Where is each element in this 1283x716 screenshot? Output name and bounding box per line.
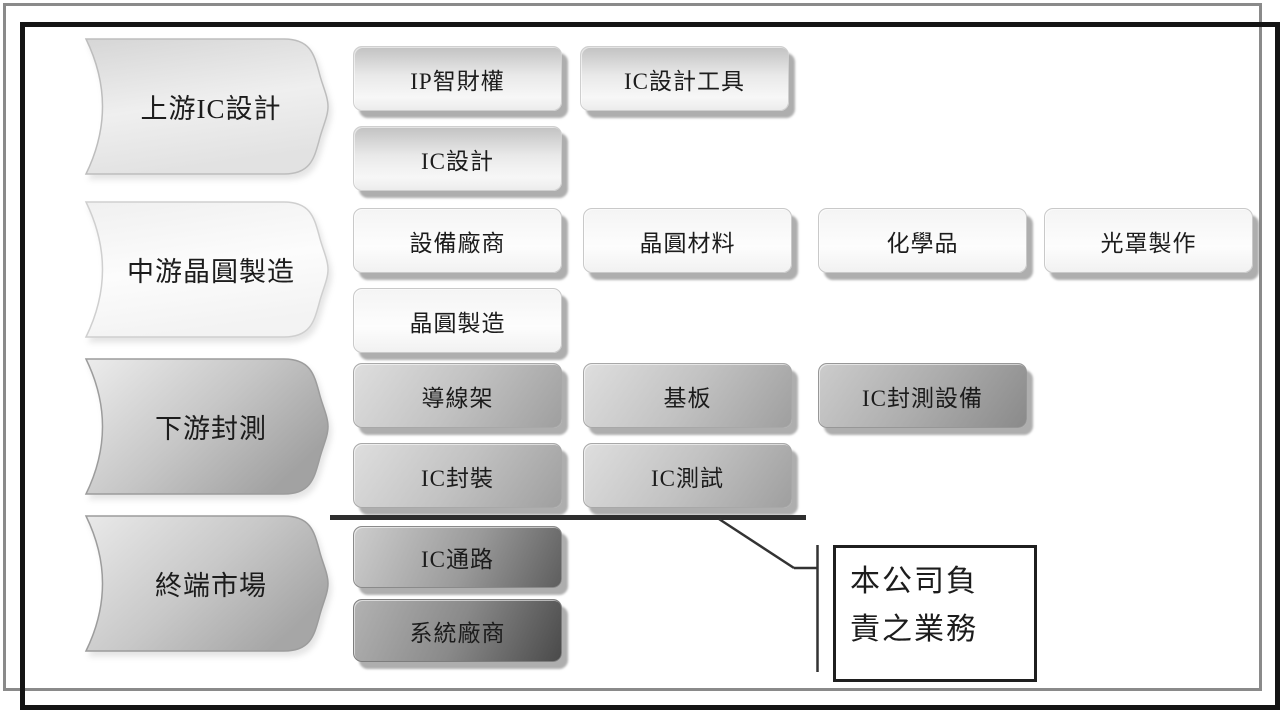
box-ic-packaging: IC封裝 xyxy=(353,443,562,508)
chevron-shape xyxy=(84,38,329,175)
box-ic-testing: IC測試 xyxy=(583,443,792,508)
box-label: IC測試 xyxy=(651,465,724,491)
box-lead-frame: 導線架 xyxy=(353,363,562,428)
box-label: IC封裝 xyxy=(421,465,494,491)
box-label: IC通路 xyxy=(421,547,494,572)
outer-gray-frame xyxy=(3,3,1262,691)
chevron-shape xyxy=(84,201,329,338)
box-label: 晶圓製造 xyxy=(409,310,506,336)
box-label: IP智財權 xyxy=(410,68,505,94)
box-ic-assembly-test-equipment: IC封測設備 xyxy=(818,363,1027,428)
box-label: 設備廠商 xyxy=(409,230,506,256)
box-label: 光罩製作 xyxy=(1100,230,1197,256)
box-wafer-fabrication: 晶圓製造 xyxy=(353,288,562,353)
note-line-1: 本公司負 xyxy=(850,565,978,598)
box-label: IC封測設備 xyxy=(862,385,983,411)
box-photomask-production: 光罩製作 xyxy=(1044,208,1253,273)
chevron-shape xyxy=(84,358,329,495)
note-line-2: 責之業務 xyxy=(850,613,978,646)
box-label: IC設計 xyxy=(421,148,494,174)
box-label: 基板 xyxy=(663,385,712,411)
box-wafer-materials: 晶圓材料 xyxy=(583,208,792,273)
box-ic-distribution: IC通路 xyxy=(353,526,562,588)
box-label: IC設計工具 xyxy=(624,68,745,94)
stage-label: 終端市場 xyxy=(155,571,267,601)
box-label: 化學品 xyxy=(886,230,959,256)
stage-downstream-assembly-test: 下游封測 xyxy=(70,358,332,495)
stage-upstream-ic-design: 上游IC設計 xyxy=(70,38,332,175)
stage-label: 下游封測 xyxy=(155,414,267,444)
box-ic-design-tools: IC設計工具 xyxy=(580,46,789,111)
chevron-shape xyxy=(84,515,329,652)
inner-black-frame xyxy=(20,22,1280,710)
stage-label: 中游晶圓製造 xyxy=(127,257,295,287)
box-substrate: 基板 xyxy=(583,363,792,428)
box-chemicals: 化學品 xyxy=(818,208,1027,273)
box-label: 導線架 xyxy=(421,385,494,411)
stage-end-market: 終端市場 xyxy=(70,515,332,652)
stage-midstream-wafer-fabrication: 中游晶圓製造 xyxy=(70,201,332,338)
box-label: 晶圓材料 xyxy=(639,230,736,256)
box-equipment-vendors: 設備廠商 xyxy=(353,208,562,273)
company-scope-note: 本公司負 責之業務 xyxy=(833,545,1037,682)
stage-label: 上游IC設計 xyxy=(140,94,282,124)
box-system-vendors: 系統廠商 xyxy=(353,599,562,662)
box-label: 系統廠商 xyxy=(409,620,506,646)
box-ic-design: IC設計 xyxy=(353,126,562,191)
box-ip-rights: IP智財權 xyxy=(353,46,562,111)
